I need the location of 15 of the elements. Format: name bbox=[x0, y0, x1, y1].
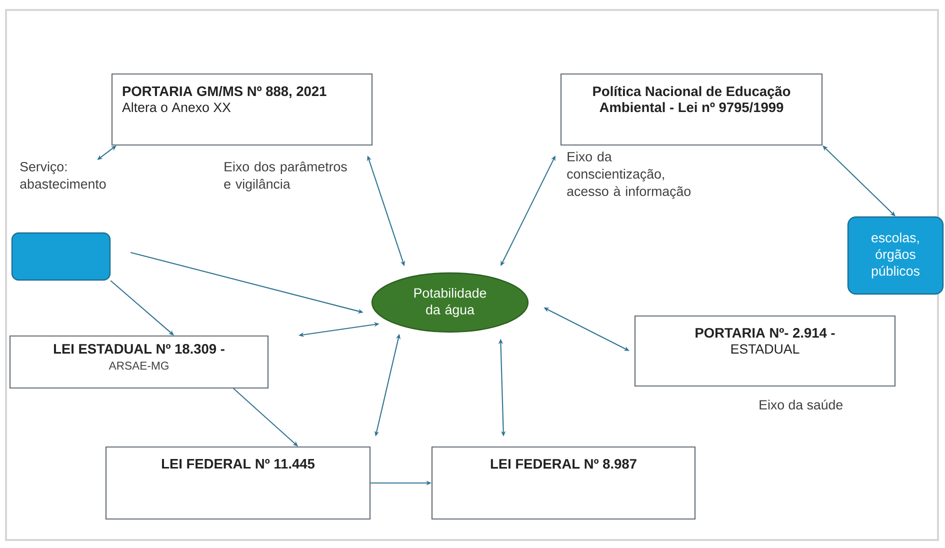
arrow bbox=[110, 280, 174, 336]
axis-label: Eixo dos parâmetros e vigilância bbox=[224, 162, 347, 192]
rounded-box: escolas, órgãos públicos bbox=[847, 216, 944, 295]
text-box: LEI FEDERAL Nº 11.445 bbox=[105, 446, 371, 520]
text-box: PORTARIA GM/MS Nº 888, 2021 Altera o Anexo XX bbox=[111, 73, 373, 146]
text-box: PORTARIA Nº- 2.914 - ESTADUAL bbox=[634, 315, 896, 387]
axis-label: Eixo da saúde bbox=[760, 400, 842, 410]
text-box: Política Nacional de Educação Ambiental - Lei nº 9795/1999 bbox=[560, 73, 823, 146]
text-box: LEI ESTADUAL Nº 18.309 - ARSAE-MG bbox=[9, 335, 269, 389]
text-box: LEI FEDERAL Nº 8.987 bbox=[431, 446, 696, 520]
rounded-box bbox=[11, 232, 111, 281]
axis-label: Eixo da conscientização, acesso à informação bbox=[567, 152, 691, 199]
arrow bbox=[233, 388, 298, 446]
arrow bbox=[822, 146, 896, 216]
service-label: Serviço: abastecimento bbox=[20, 162, 106, 189]
